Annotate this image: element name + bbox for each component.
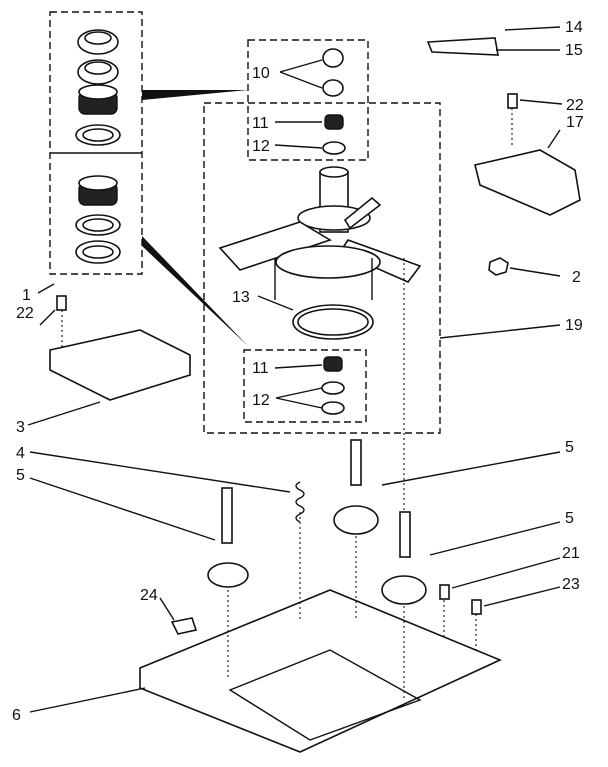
screw-22-top xyxy=(507,93,518,109)
callout-24: 24 xyxy=(140,587,158,604)
callout-19: 19 xyxy=(565,317,583,334)
upper-bearing-box xyxy=(247,39,369,161)
base-plate-6 xyxy=(139,589,503,753)
callout-11-bottom: 11 xyxy=(252,360,269,377)
callout-12-bottom: 12 xyxy=(252,392,270,409)
callout-2: 2 xyxy=(572,269,581,286)
callout-5-right: 5 xyxy=(565,510,574,527)
lower-bearing-box xyxy=(243,349,367,423)
drive-bracket-assembly xyxy=(218,166,422,300)
callout-22-top: 22 xyxy=(566,97,584,114)
callout-1: 1 xyxy=(22,287,31,304)
plate-3 xyxy=(49,329,191,401)
spring-4 xyxy=(295,481,305,523)
callout-5-left: 5 xyxy=(16,467,25,484)
bracket-15 xyxy=(426,37,499,56)
screw-21 xyxy=(439,584,450,600)
screw-22-left xyxy=(56,295,67,311)
callout-4: 4 xyxy=(16,445,25,462)
callout-5-right-top: 5 xyxy=(565,439,574,456)
callout-3: 3 xyxy=(16,419,25,436)
callout-14: 14 xyxy=(565,19,583,36)
callout-15: 15 xyxy=(565,42,583,59)
nut-2 xyxy=(488,257,509,276)
leader-lines xyxy=(27,26,563,713)
callout-13: 13 xyxy=(232,289,250,306)
clip-24 xyxy=(170,617,198,635)
callout-6: 6 xyxy=(12,707,21,724)
callout-11-top: 11 xyxy=(252,115,269,132)
callout-23: 23 xyxy=(562,576,580,593)
suspension-rods xyxy=(207,439,427,605)
screw-23 xyxy=(471,599,482,615)
transmission-box xyxy=(203,102,441,434)
callout-22-left: 22 xyxy=(16,305,34,322)
pointer-wedge-top xyxy=(142,90,248,100)
pointer-wedge-bottom xyxy=(142,236,248,346)
callout-12-top: 12 xyxy=(252,138,270,155)
callout-10: 10 xyxy=(252,65,270,82)
callout-17: 17 xyxy=(566,114,584,131)
plate-17 xyxy=(474,149,581,216)
bearing-kit-box xyxy=(49,11,143,275)
callout-21: 21 xyxy=(562,545,580,562)
